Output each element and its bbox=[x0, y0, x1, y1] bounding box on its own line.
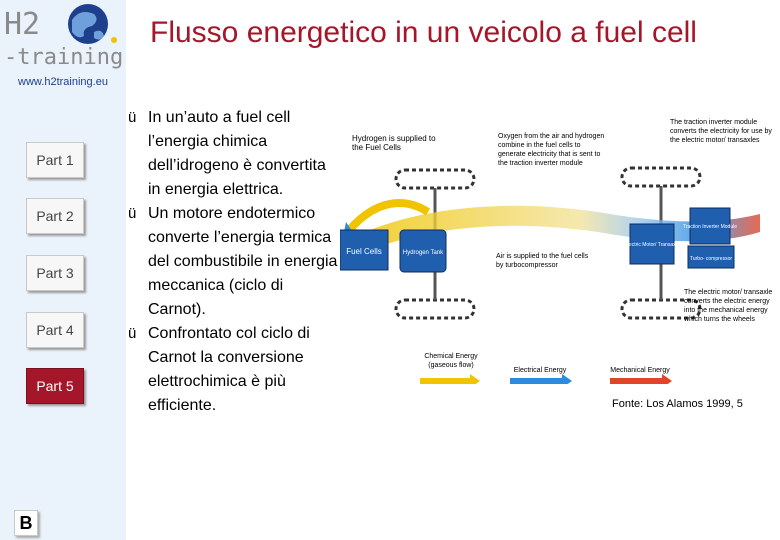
fuel-cells-block: Fuel Cells bbox=[340, 229, 389, 271]
logo-training-text: -training bbox=[4, 45, 123, 70]
bullet-list: ü In un’auto a fuel cell l’energia chimic… bbox=[128, 106, 340, 418]
energy-flow-band bbox=[360, 205, 760, 254]
traction-inverter-block: Traction Inverter Module bbox=[683, 207, 737, 245]
legend-mechanical-arrow bbox=[610, 374, 672, 384]
legend-chemical-label: Chemical Energy (gaseous flow) bbox=[424, 353, 478, 369]
wheel-icon bbox=[620, 166, 702, 188]
note-hydrogen-supply: Hydrogen is supplied to the Fuel Cells bbox=[352, 134, 436, 152]
note-inverter: The traction inverter module converts th… bbox=[670, 119, 772, 144]
nav-part-5-button[interactable]: Part 5 bbox=[26, 368, 84, 404]
source-caption: Fonte: Los Alamos 1999, 5 bbox=[612, 398, 743, 410]
wheel-icon bbox=[394, 298, 476, 320]
note-oxygen: Oxygen from the air and hydrogen combine… bbox=[498, 133, 605, 167]
bullet-item: ü Un motore endotermico converte l’energi… bbox=[128, 202, 340, 322]
star-dot bbox=[111, 37, 117, 43]
turbo-compressor-label: Turbo- compressor bbox=[690, 256, 732, 262]
nav-part-1-button[interactable]: Part 1 bbox=[26, 142, 84, 178]
note-air: Air is supplied to the fuel cells by tur… bbox=[496, 253, 589, 269]
bullet-item: ü Confrontato col ciclo di Carnot la conv… bbox=[128, 322, 340, 418]
electric-motor-block: Electric Motor/ Transaxle bbox=[624, 223, 680, 265]
fuel-cell-vehicle-diagram: Fuel Cells Hydrogen Tank Traction Invert… bbox=[340, 119, 773, 384]
legend-electrical-arrow bbox=[510, 374, 572, 384]
page-title: Flusso energetico in un veicolo a fuel c… bbox=[150, 16, 697, 49]
traction-inverter-label: Traction Inverter Module bbox=[683, 224, 737, 230]
legend-electrical-label: Electrical Energy bbox=[514, 367, 567, 374]
check-icon: ü bbox=[128, 205, 137, 222]
h2-training-logo: H2 -training bbox=[4, 4, 123, 70]
logo-url[interactable]: www.h2training.eu bbox=[18, 76, 108, 88]
nav-part-4-button[interactable]: Part 4 bbox=[26, 312, 84, 348]
check-icon: ü bbox=[128, 325, 137, 342]
hydrogen-tank-label: Hydrogen Tank bbox=[403, 250, 444, 256]
bullet-item: ü In un’auto a fuel cell l’energia chimic… bbox=[128, 106, 340, 202]
bullet-text: In un’auto a fuel cell l’energia chimica… bbox=[148, 109, 326, 198]
nav-part-2-button[interactable]: Part 2 bbox=[26, 198, 84, 234]
nav-part-3-button[interactable]: Part 3 bbox=[26, 255, 84, 291]
bullet-text: Confrontato col ciclo di Carnot la conve… bbox=[148, 325, 310, 414]
hydrogen-tank-block: Hydrogen Tank bbox=[399, 229, 447, 273]
turbo-compressor-block: Turbo- compressor bbox=[687, 245, 735, 269]
bottom-b-button[interactable]: B bbox=[14, 510, 38, 536]
electric-motor-label: Electric Motor/ Transaxle bbox=[624, 242, 679, 248]
chemical-arrow bbox=[342, 199, 431, 237]
bullet-text: Un motore endotermico converte l’energia… bbox=[148, 205, 338, 318]
fuel-cells-label: Fuel Cells bbox=[346, 247, 382, 256]
legend-chemical-arrow bbox=[420, 374, 480, 384]
note-motor: The electric motor/ transaxle converts t… bbox=[684, 289, 773, 323]
sidebar: H2 -training www.h2training.eu Part 1 Pa… bbox=[0, 0, 126, 540]
check-icon: ü bbox=[128, 109, 137, 126]
logo-h2-text: H2 bbox=[4, 7, 40, 42]
wheel-icon bbox=[394, 168, 476, 190]
legend-mechanical-label: Mechanical Energy bbox=[610, 367, 670, 374]
